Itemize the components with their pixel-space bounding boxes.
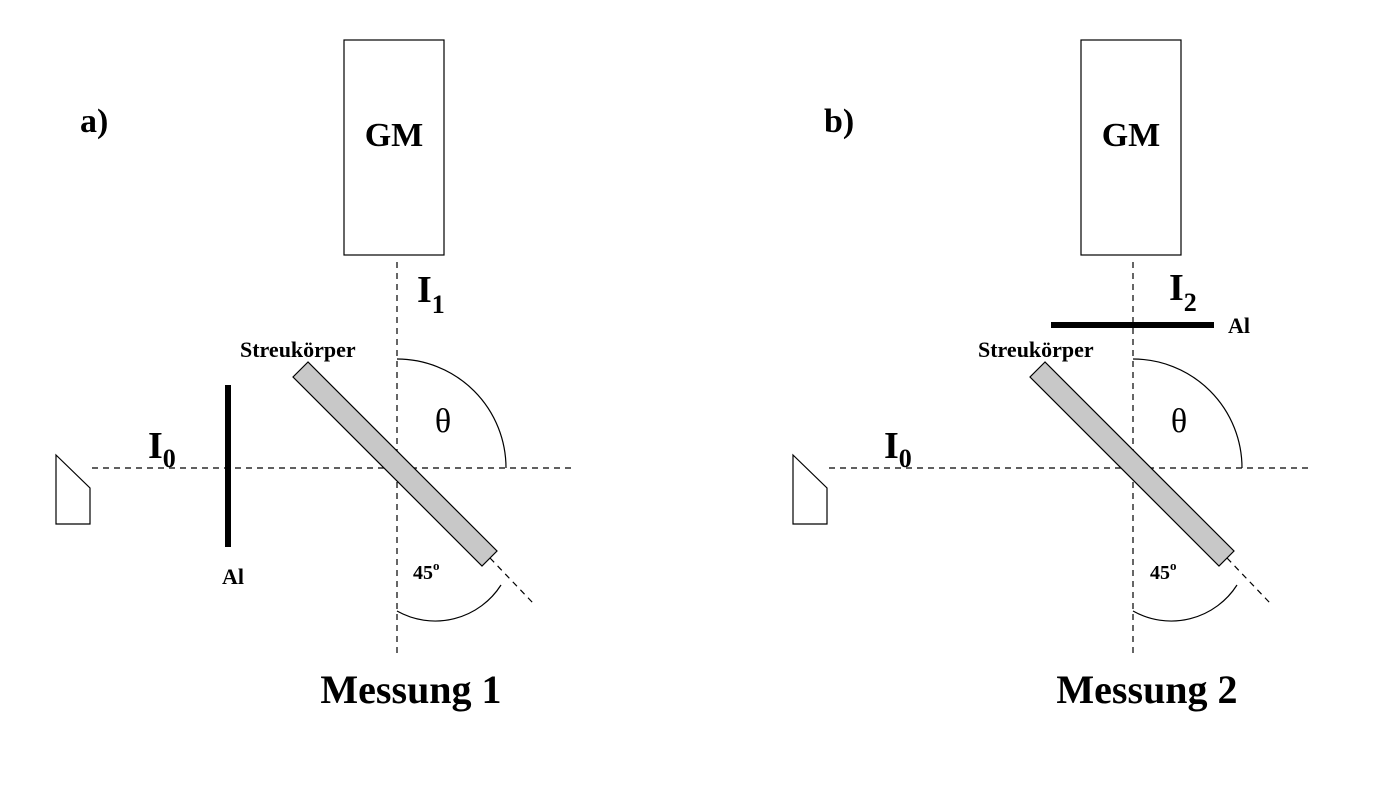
panel-b-scattered-intensity-label: I2: [1169, 267, 1197, 317]
panel-b-scatterer-label: Streukörper: [978, 337, 1094, 362]
panel-b-diagonal-axis-line: [1226, 557, 1271, 604]
panel-b-theta-arc: [1132, 358, 1243, 469]
panel-a-diagonal-axis-line: [489, 557, 534, 604]
panel-b-scatterer: [1029, 361, 1235, 567]
panel-b-detector-box: [1080, 39, 1182, 256]
panel-a: a) GM Al Streukörper I0 I1 θ 45o Messung…: [55, 39, 575, 712]
panel-b: b) GM Al Streukörper I0 I2 θ 45o Messung…: [792, 39, 1312, 712]
panel-a-incident-intensity-label: I0: [148, 425, 176, 473]
panel-a-45-degree-arc: [396, 584, 502, 622]
panel-a-scatterer: [292, 361, 498, 567]
panel-b-theta-label: θ: [1171, 403, 1187, 440]
panel-a-theta-label: θ: [435, 403, 451, 440]
panel-b-detector-label: GM: [1102, 117, 1161, 154]
panel-b-45-degree-label: 45o: [1150, 558, 1177, 584]
panel-b-caption: Messung 2: [1056, 667, 1237, 712]
panel-a-label: a): [80, 103, 108, 140]
panel-b-45-degree-arc: [1132, 584, 1238, 622]
panel-a-caption: Messung 1: [320, 667, 501, 712]
panel-a-45-degree-label: 45o: [413, 558, 440, 584]
panel-b-absorber-label: Al: [1228, 313, 1250, 338]
panel-a-source-icon: [55, 453, 91, 525]
panel-a-detector-box: [343, 39, 445, 256]
panel-b-source-icon: [792, 453, 828, 525]
panel-b-label: b): [824, 103, 854, 140]
panel-a-detector-label: GM: [365, 117, 424, 154]
panel-a-absorber-label: Al: [222, 564, 244, 589]
panel-b-incident-intensity-label: I0: [884, 425, 912, 473]
panel-a-scatterer-label: Streukörper: [240, 337, 356, 362]
panel-a-theta-arc: [396, 358, 507, 469]
panel-a-scattered-intensity-label: I1: [417, 269, 445, 319]
